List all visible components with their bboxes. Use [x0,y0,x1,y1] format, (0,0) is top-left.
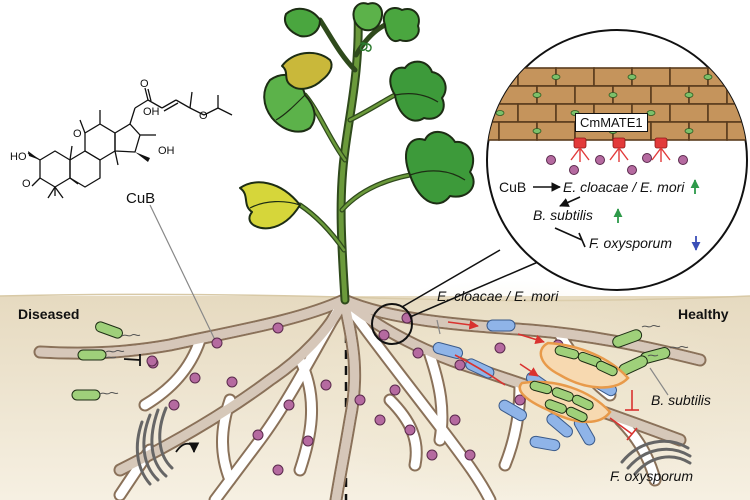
diseased-label: Diseased [18,306,80,322]
cub-pointer-line [149,204,216,341]
struct-label-o3: O [140,78,149,90]
inset-metabolite-dots [546,153,688,175]
stereo-wedges [28,151,150,162]
cmmate1-label: CmMATE1 [575,113,648,132]
leaf-yellowish [281,51,333,90]
struct-label-o1: O [22,178,31,190]
leaf-mid-right [389,60,447,122]
mate-transporter-markers [570,137,671,162]
inhibit-line-left [123,354,141,366]
inset-cub-label: CuB [499,179,527,195]
diseased-side-bacteria [71,321,123,401]
struct-label-oh3: OH [158,145,175,157]
inset-bsubtilis-label: B. subtilis [533,207,593,223]
struct-label-o4: O [199,110,208,122]
struct-label-o2: O [73,128,82,140]
struct-label-ho: HO [10,151,27,163]
plant-leaves [239,2,475,230]
fusarium-right [620,439,692,476]
foxysporum-label: F. oxysporum [610,468,693,484]
leaf-lower-right [405,131,475,205]
magnifier-origin-circle [371,303,413,345]
fusarium-left [135,406,174,486]
healthy-label: Healthy [678,306,729,322]
inset-foxysporum-label: F. oxysporum [589,235,672,251]
leaf-top-left [284,7,321,38]
inset-enterobacter-label: E. cloacae / E. mori [563,179,685,195]
leaf-top-right [382,6,420,42]
cub-label: CuB [126,190,156,207]
red-interaction-arrows [447,320,639,441]
bsubtilis-label: B. subtilis [651,392,711,408]
leaf-top-center [352,2,384,32]
zoom-inset [486,29,748,291]
leaf-lower-left-yellow [239,181,301,230]
bsubtilis-clusters [518,341,630,424]
cub-chemical-structure [27,87,233,199]
struct-label-oh2: OH [143,106,160,118]
enterobacter-label: E. cloacae / E. mori [437,288,559,304]
